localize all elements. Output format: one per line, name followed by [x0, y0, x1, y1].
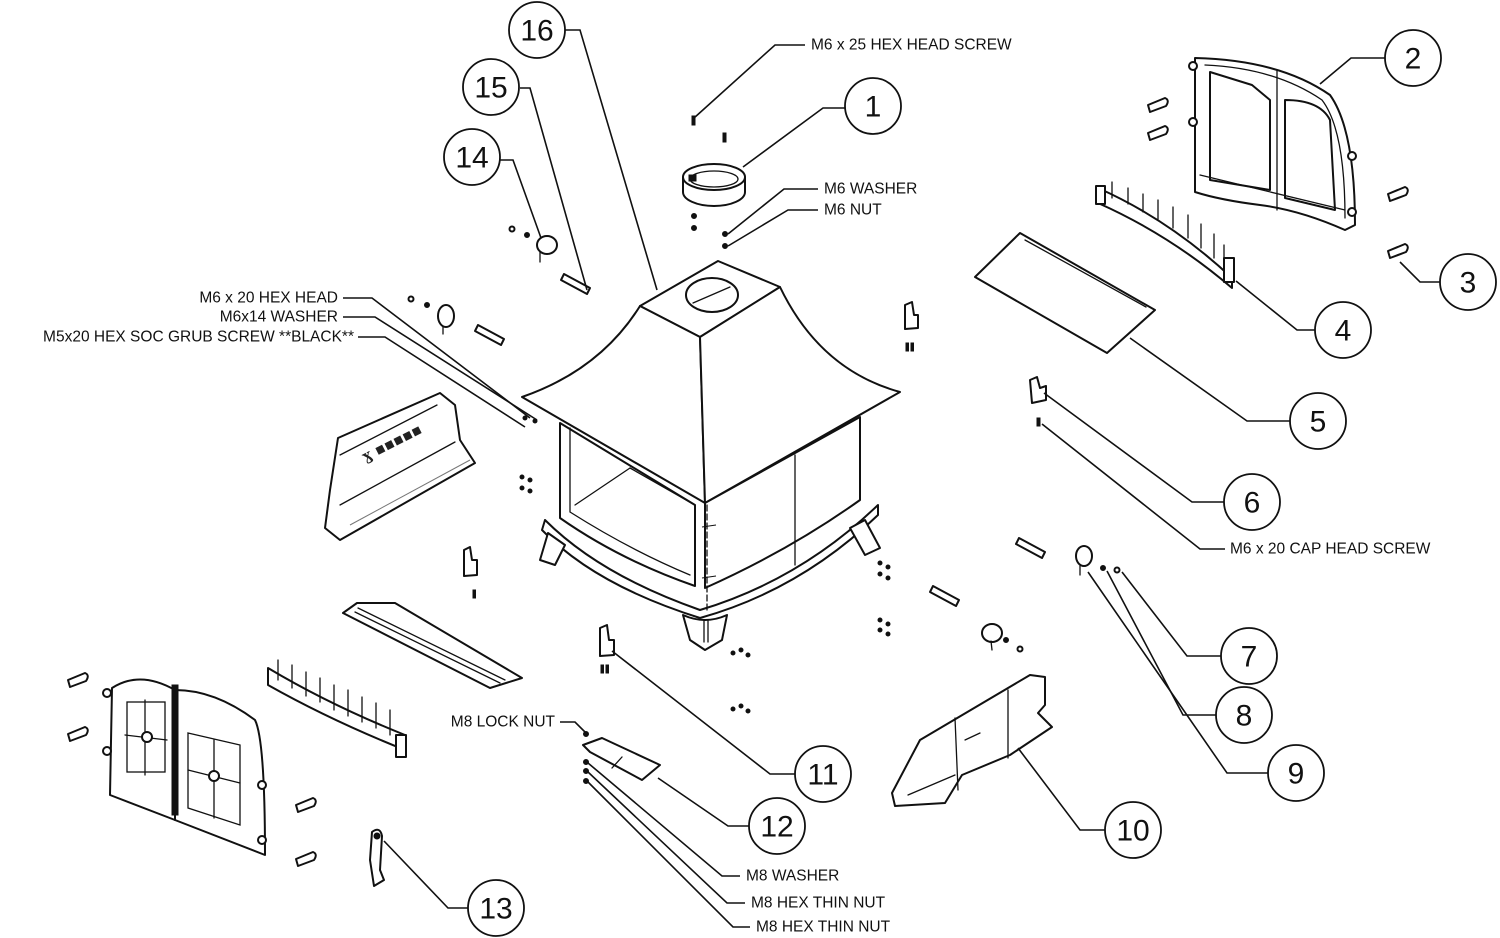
label-m6x20-hex-head: M6 x 20 HEX HEAD: [199, 290, 338, 307]
callout-9: 9: [1267, 744, 1325, 802]
side-baffle: [891, 674, 1053, 807]
callout-12: 12: [748, 797, 806, 855]
callout-number: 13: [479, 893, 512, 926]
clamp-plate: [582, 731, 661, 784]
label-m6x25-hex-head-screw: M6 x 25 HEX HEAD SCREW: [811, 37, 1012, 54]
front-doors: [102, 678, 267, 856]
callout-number: 1: [865, 91, 882, 124]
callout-5: 5: [1289, 392, 1347, 450]
callout-16: 16: [508, 1, 566, 59]
callout-number: 16: [520, 15, 553, 48]
callout-number: 11: [807, 759, 838, 792]
label-m6x14-washer: M6x14 WASHER: [220, 309, 338, 326]
flue-collar: [682, 163, 746, 207]
callout-13: 13: [467, 879, 525, 937]
callout-number: 10: [1116, 815, 1149, 848]
callout-1: 1: [844, 77, 902, 135]
callout-number: 14: [455, 142, 488, 175]
handle-pin: [474, 273, 1046, 607]
callout-number: 9: [1288, 758, 1305, 791]
callout-10: 10: [1104, 801, 1162, 859]
label-m8-hex-thin-nut-1: M8 HEX THIN NUT: [751, 895, 886, 912]
callout-number: 12: [760, 811, 793, 844]
callout-number: 4: [1335, 315, 1352, 348]
callout-7: 7: [1220, 627, 1278, 685]
hinge-tab: [67, 97, 1409, 867]
label-m5x20-grub-screw: M5x20 HEX SOC GRUB SCREW **BLACK**: [43, 329, 354, 346]
label-m6-nut: M6 NUT: [824, 202, 882, 219]
door-latch: [369, 828, 385, 887]
callout-8: 8: [1215, 686, 1273, 744]
callout-15: 15: [462, 58, 520, 116]
label-m6x20-cap-head-screw: M6 x 20 CAP HEAD SCREW: [1230, 541, 1431, 558]
callout-6: 6: [1223, 473, 1281, 531]
callout-number: 7: [1241, 641, 1258, 674]
callout-number: 6: [1244, 487, 1261, 520]
bracket: [463, 301, 1047, 674]
callout-number: 3: [1460, 267, 1477, 300]
front-lip-plate: [342, 602, 523, 689]
fixing-screws: [519, 415, 891, 714]
stove-body: [521, 260, 901, 651]
baffle-plate: [974, 232, 1156, 354]
m6x25-screws: [691, 115, 727, 143]
callout-number: 5: [1310, 406, 1327, 439]
callout-number: 15: [474, 72, 507, 105]
callout-11: 11: [794, 745, 852, 803]
callout-4: 4: [1314, 301, 1372, 359]
label-m8-washer: M8 WASHER: [746, 868, 839, 885]
callout-14: 14: [443, 128, 501, 186]
branded-panel: ɣ ▪▪▪▪▪: [324, 392, 476, 541]
m6-washers-nuts: [691, 213, 728, 249]
callout-3: 3: [1439, 253, 1497, 311]
label-m6-washer: M6 WASHER: [824, 181, 917, 198]
handle-knob: [407, 225, 1121, 653]
label-m8-lock-nut: M8 LOCK NUT: [451, 714, 556, 731]
leader-lines: [343, 29, 1440, 928]
log-retainer-front: [267, 659, 407, 758]
callout-number: 8: [1236, 700, 1253, 733]
callout-2: 2: [1384, 29, 1442, 87]
rear-door-frame: [1188, 57, 1357, 231]
log-retainer-rear: [1095, 181, 1235, 289]
callout-number: 2: [1405, 43, 1422, 76]
label-m8-hex-thin-nut-2: M8 HEX THIN NUT: [756, 919, 891, 936]
